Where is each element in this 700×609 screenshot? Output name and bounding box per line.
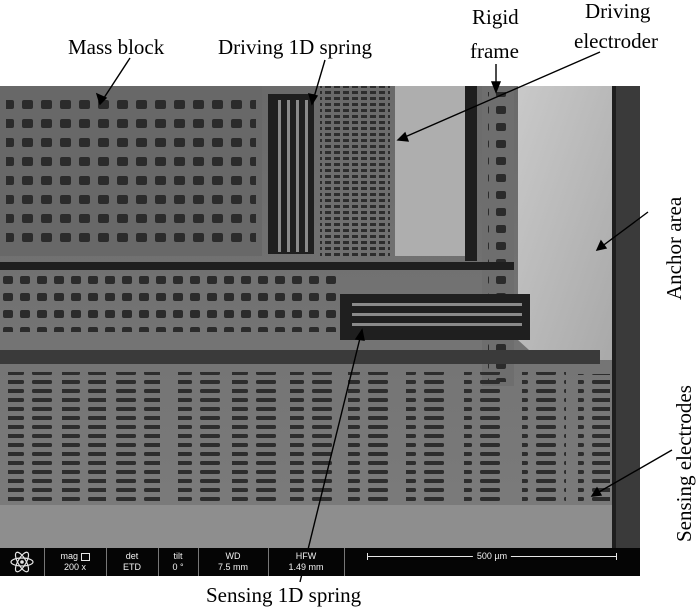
- label-rigid-frame-line2: frame: [470, 39, 519, 63]
- sem-mag: mag 200 x: [44, 548, 107, 576]
- sensing-spring-beams: [352, 303, 522, 326]
- sem-info-bar: mag 200 x det ETD tilt 0 ° WD 7.5 mm HFW…: [0, 548, 640, 576]
- label-sensing-electrodes: Sensing electrodes: [672, 385, 696, 542]
- wd-value: 7.5 mm: [217, 562, 248, 572]
- label-anchor-area: Anchor area: [662, 196, 686, 300]
- mass-block-holes: [6, 92, 256, 250]
- square-icon: [80, 552, 90, 561]
- label-driving-electrode-line1: Driving: [585, 0, 651, 23]
- wd-label: WD: [225, 551, 241, 561]
- sem-tilt: tilt 0 °: [158, 548, 199, 576]
- scale-bar: 500 µm: [344, 548, 640, 579]
- label-sensing-spring: Sensing 1D spring: [206, 583, 362, 607]
- label-mass-block: Mass block: [68, 35, 165, 59]
- substrate: [0, 505, 640, 548]
- sem-logo: [0, 548, 45, 576]
- scale-label: 500 µm: [472, 551, 512, 561]
- driving-electrode-pad: [395, 86, 465, 256]
- tilt-value: 0 °: [172, 562, 184, 572]
- sensing-spring-trench: [340, 294, 530, 340]
- pointer-arrows: [95, 51, 673, 583]
- driving-trench: [465, 86, 477, 261]
- mag-label: mag: [60, 551, 78, 561]
- sem-det: det ETD: [106, 548, 159, 576]
- middle-holes: [0, 272, 340, 332]
- lower-trench: [0, 350, 600, 364]
- tilt-label: tilt: [173, 551, 183, 561]
- det-value: ETD: [123, 562, 141, 572]
- rigid-frame-trench: [0, 262, 514, 270]
- label-driving-electrode-line2: electroder: [574, 29, 658, 53]
- sensing-electrodes: [8, 372, 610, 502]
- driving-spring-beams: [278, 100, 308, 252]
- sem-hfw: HFW 1.49 mm: [268, 548, 345, 576]
- anchor-area: [518, 86, 612, 360]
- driving-comb: [320, 86, 390, 256]
- sem-wd: WD 7.5 mm: [198, 548, 269, 576]
- atom-icon: [10, 551, 34, 573]
- label-rigid-frame-line1: Rigid: [472, 5, 519, 29]
- hfw-value: 1.49 mm: [288, 562, 324, 572]
- label-driving-spring: Driving 1D spring: [218, 35, 372, 59]
- hfw-label: HFW: [295, 551, 317, 561]
- mag-value: 200 x: [63, 562, 87, 572]
- det-label: det: [125, 551, 139, 561]
- scale-bar-line: 500 µm: [367, 551, 617, 561]
